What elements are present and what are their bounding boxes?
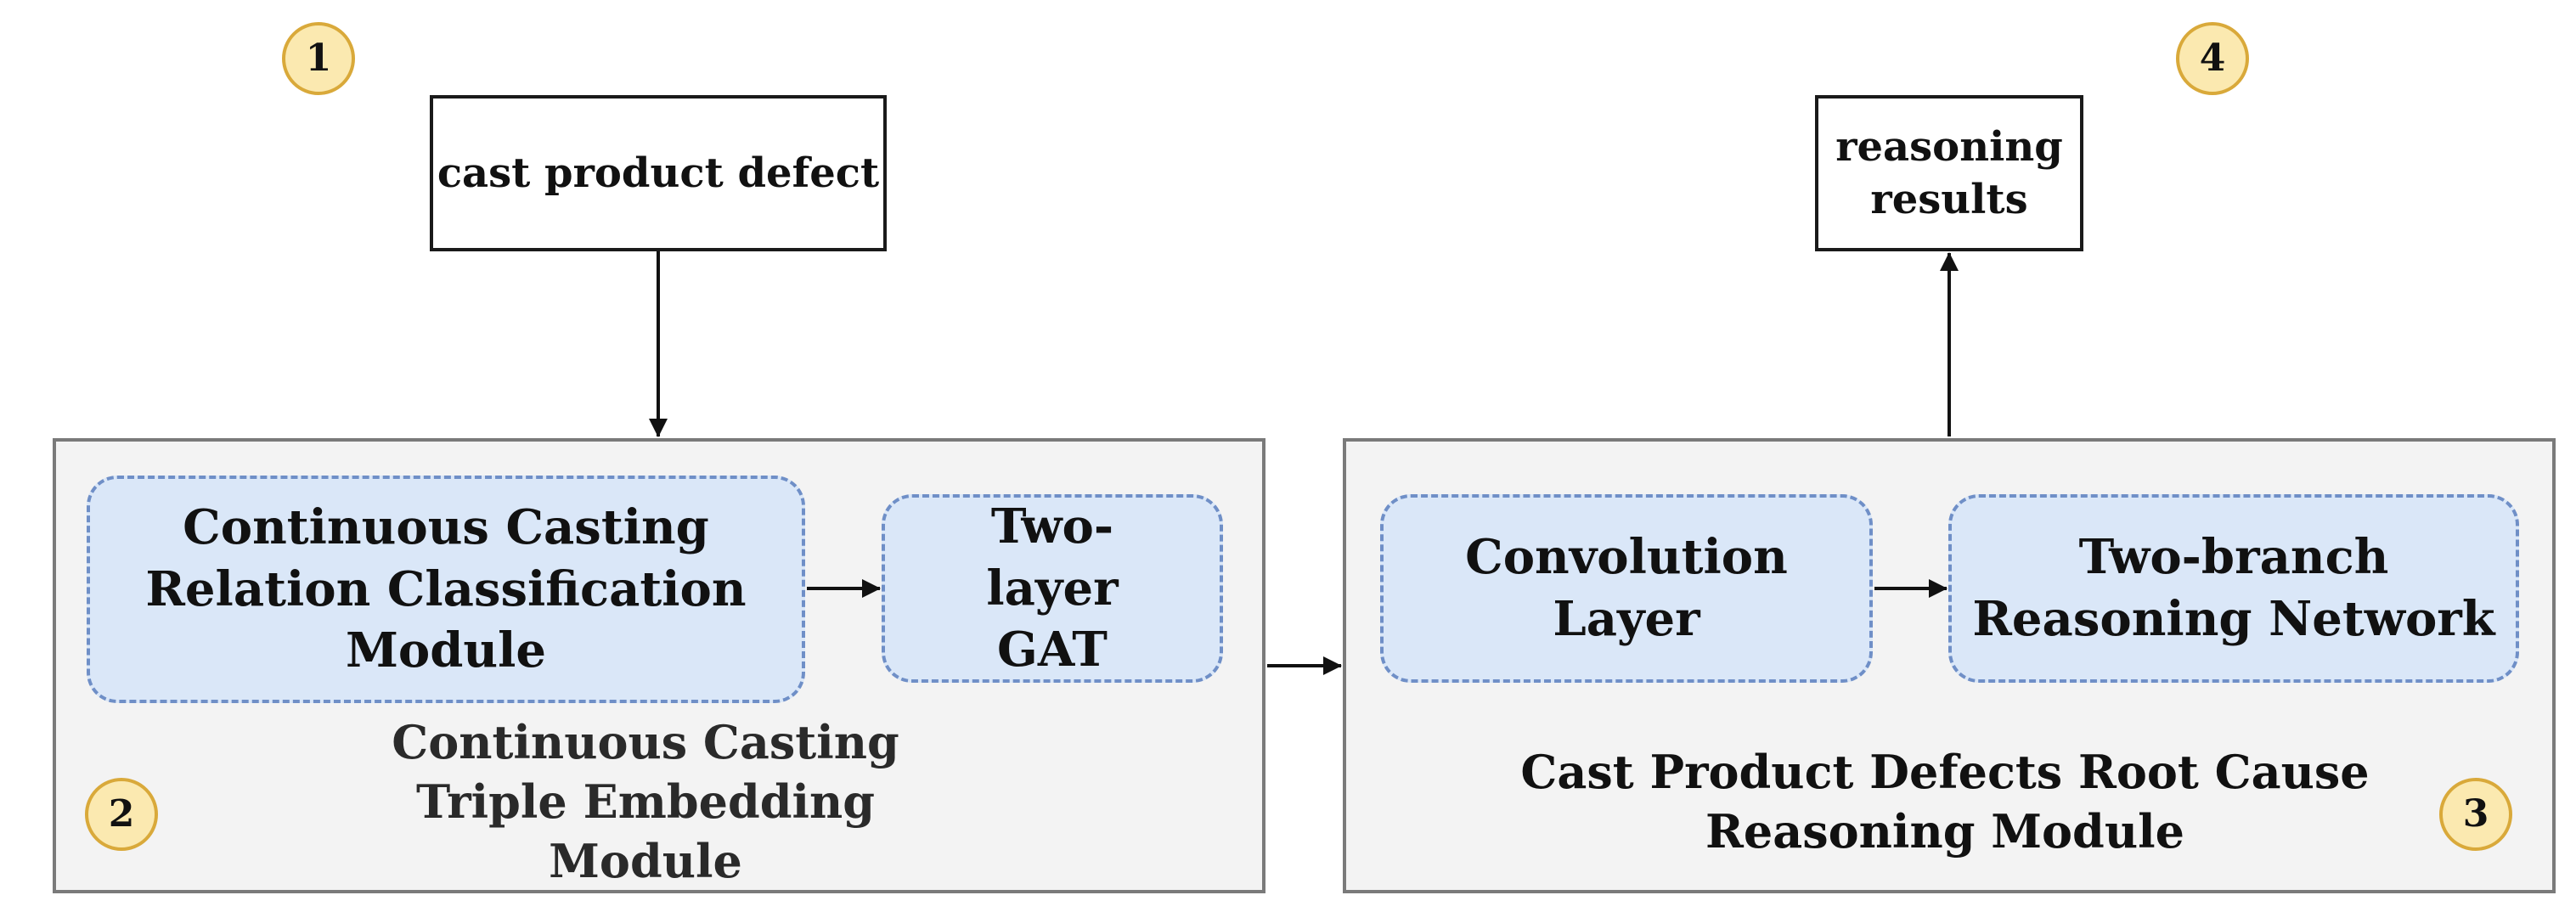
input-box: cast product defect <box>430 95 887 251</box>
reasoning-module-title: Cast Product Defects Root Cause Reasonin… <box>1520 744 2370 859</box>
relation-classification-box: Continuous Casting Relation Classificati… <box>87 476 805 703</box>
convolution-layer-box: Convolution Layer <box>1380 494 1873 683</box>
step-badge-3: 3 <box>2439 778 2512 851</box>
step-badge-1: 1 <box>282 22 355 95</box>
step-badge-2: 2 <box>85 778 158 851</box>
two-branch-reasoning-box: Two-branch Reasoning Network <box>1948 494 2519 683</box>
output-box: reasoning results <box>1815 95 2083 251</box>
step-badge-4: 4 <box>2176 22 2249 95</box>
two-layer-gat-box: Two-layer GAT <box>882 494 1223 683</box>
